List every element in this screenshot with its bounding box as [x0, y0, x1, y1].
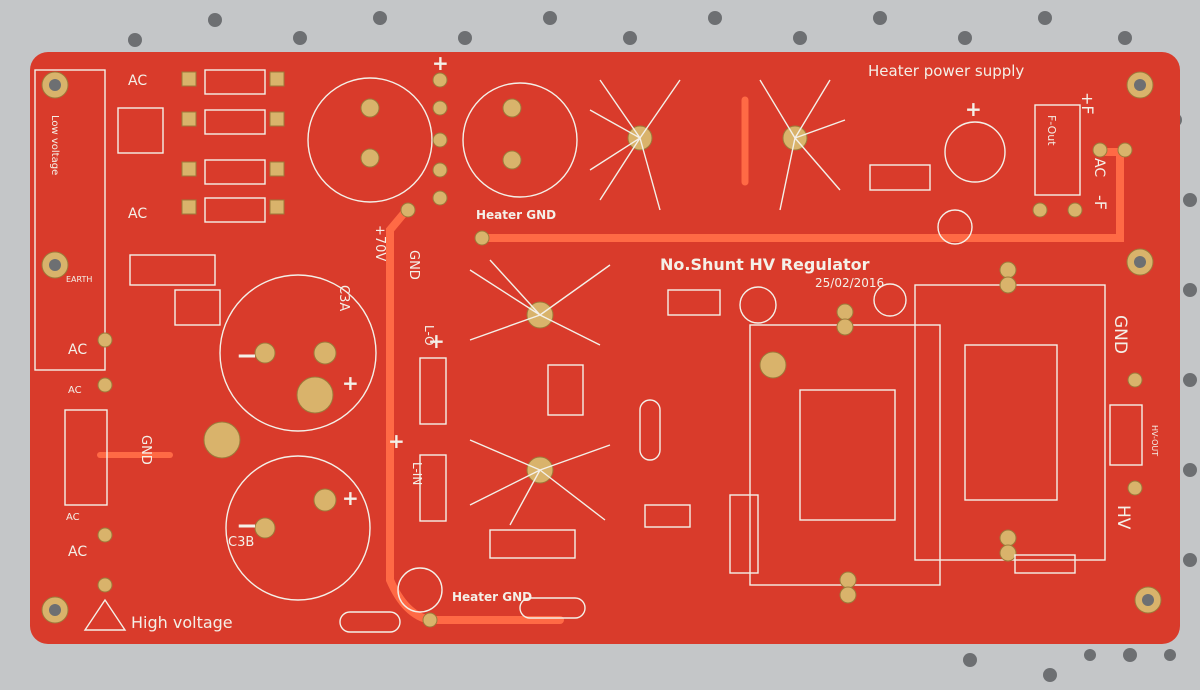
hv-right-label: HV	[1113, 505, 1133, 530]
heater-gnd-bottom-label: Heater GND	[452, 590, 532, 604]
l-in-label: L-IN	[410, 462, 424, 485]
c3b-label: C3B	[228, 535, 254, 550]
small-components	[97, 72, 1143, 633]
heater-supply-label: Heater power supply	[868, 62, 1024, 80]
silkscreen-symbols: + + + + + + − −	[236, 51, 982, 541]
svg-text:+: +	[432, 51, 449, 75]
ac-label-2: AC	[128, 206, 147, 222]
high-voltage-label: High voltage	[131, 613, 233, 632]
mounting-holes	[41, 71, 1162, 624]
heatsink-top	[589, 79, 846, 211]
minus-f-label: -F	[1091, 195, 1110, 210]
ac-label-4: AC	[68, 544, 87, 560]
svg-text:+: +	[428, 329, 445, 353]
heater-gnd-top-label: Heater GND	[476, 208, 556, 222]
plus-70v-label: +70V	[372, 225, 387, 261]
top-diodes	[181, 69, 285, 223]
svg-text:+: +	[965, 97, 982, 121]
ac-right-label: AC	[1091, 158, 1107, 177]
ac-label-3: AC	[68, 342, 87, 358]
board-date: 25/02/2016	[815, 276, 884, 290]
gnd-left-label: GND	[138, 435, 153, 465]
heatsink-center	[469, 259, 611, 526]
hv-warning-icon	[83, 598, 127, 631]
silkscreen-text: No.Shunt HV Regulator 25/02/2016 Heater …	[49, 62, 1159, 632]
gnd-mid-label: GND	[406, 250, 421, 280]
low-voltage-label: Low voltage	[49, 115, 60, 175]
svg-text:+: +	[342, 486, 359, 510]
c3a-label: C3A	[336, 285, 351, 311]
large-capacitors	[203, 274, 377, 601]
l-out-label: L-O	[422, 325, 436, 346]
board-title: No.Shunt HV Regulator	[660, 255, 870, 274]
svg-text:+: +	[388, 429, 405, 453]
ac-label-1: AC	[128, 73, 147, 89]
film-capacitors	[749, 261, 1106, 604]
connectors	[64, 104, 1143, 528]
svg-text:−: −	[236, 511, 258, 541]
svg-text:+: +	[342, 371, 359, 395]
earth-label: EARTH	[66, 275, 92, 284]
svg-text:−: −	[236, 341, 258, 371]
ac-label-5: AC	[68, 385, 82, 396]
hv-out-label: HV-OUT	[1150, 425, 1159, 456]
top-capacitors	[307, 77, 578, 203]
heater-symbol-icon	[937, 209, 973, 245]
low-voltage-outline	[34, 69, 106, 371]
plus-f-label: +F	[1078, 92, 1097, 115]
ac-label-6: AC	[66, 512, 80, 523]
gnd-right-label: GND	[1110, 315, 1130, 354]
f-out-label: F-Out	[1045, 115, 1058, 146]
chassis-perforations	[128, 11, 1197, 682]
